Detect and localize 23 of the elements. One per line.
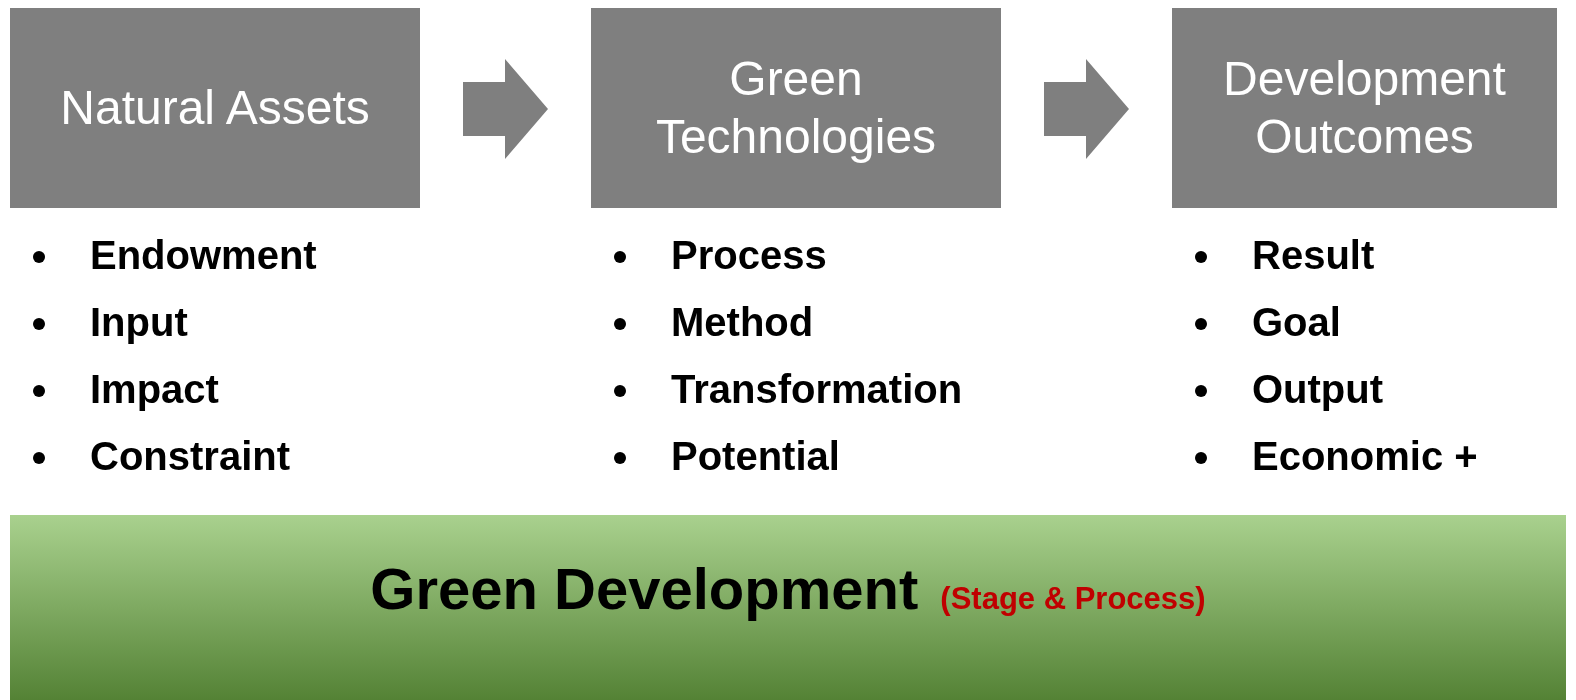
list-item: Impact [90, 367, 219, 412]
list-item: Input [90, 300, 188, 345]
list-item: Constraint [90, 434, 290, 479]
stage-title: Green Development [370, 555, 919, 622]
list-item: Economic + [1252, 434, 1478, 479]
stage-box [1172, 8, 1557, 208]
block-arrow [1044, 59, 1129, 159]
stage-box [10, 8, 420, 208]
list-item: Goal [1252, 300, 1341, 345]
list-item: Output [1252, 367, 1384, 412]
stage-box [591, 8, 1001, 208]
stage-title: Development Outcomes [1222, 51, 1507, 165]
list-item: Process [671, 233, 827, 278]
stage-note: (Stage & Process) [940, 581, 1206, 617]
stage-title: Natural Assets [60, 80, 370, 137]
block-arrow [463, 59, 548, 159]
list-item: Method [671, 300, 814, 345]
list-item: Potential [671, 434, 840, 479]
list-item: Endowment [90, 233, 317, 278]
list-item: Result [1252, 233, 1375, 278]
list-item: Transformation [671, 367, 963, 412]
stage-band [10, 515, 1566, 700]
stage-title: Green Technologies [654, 51, 938, 165]
